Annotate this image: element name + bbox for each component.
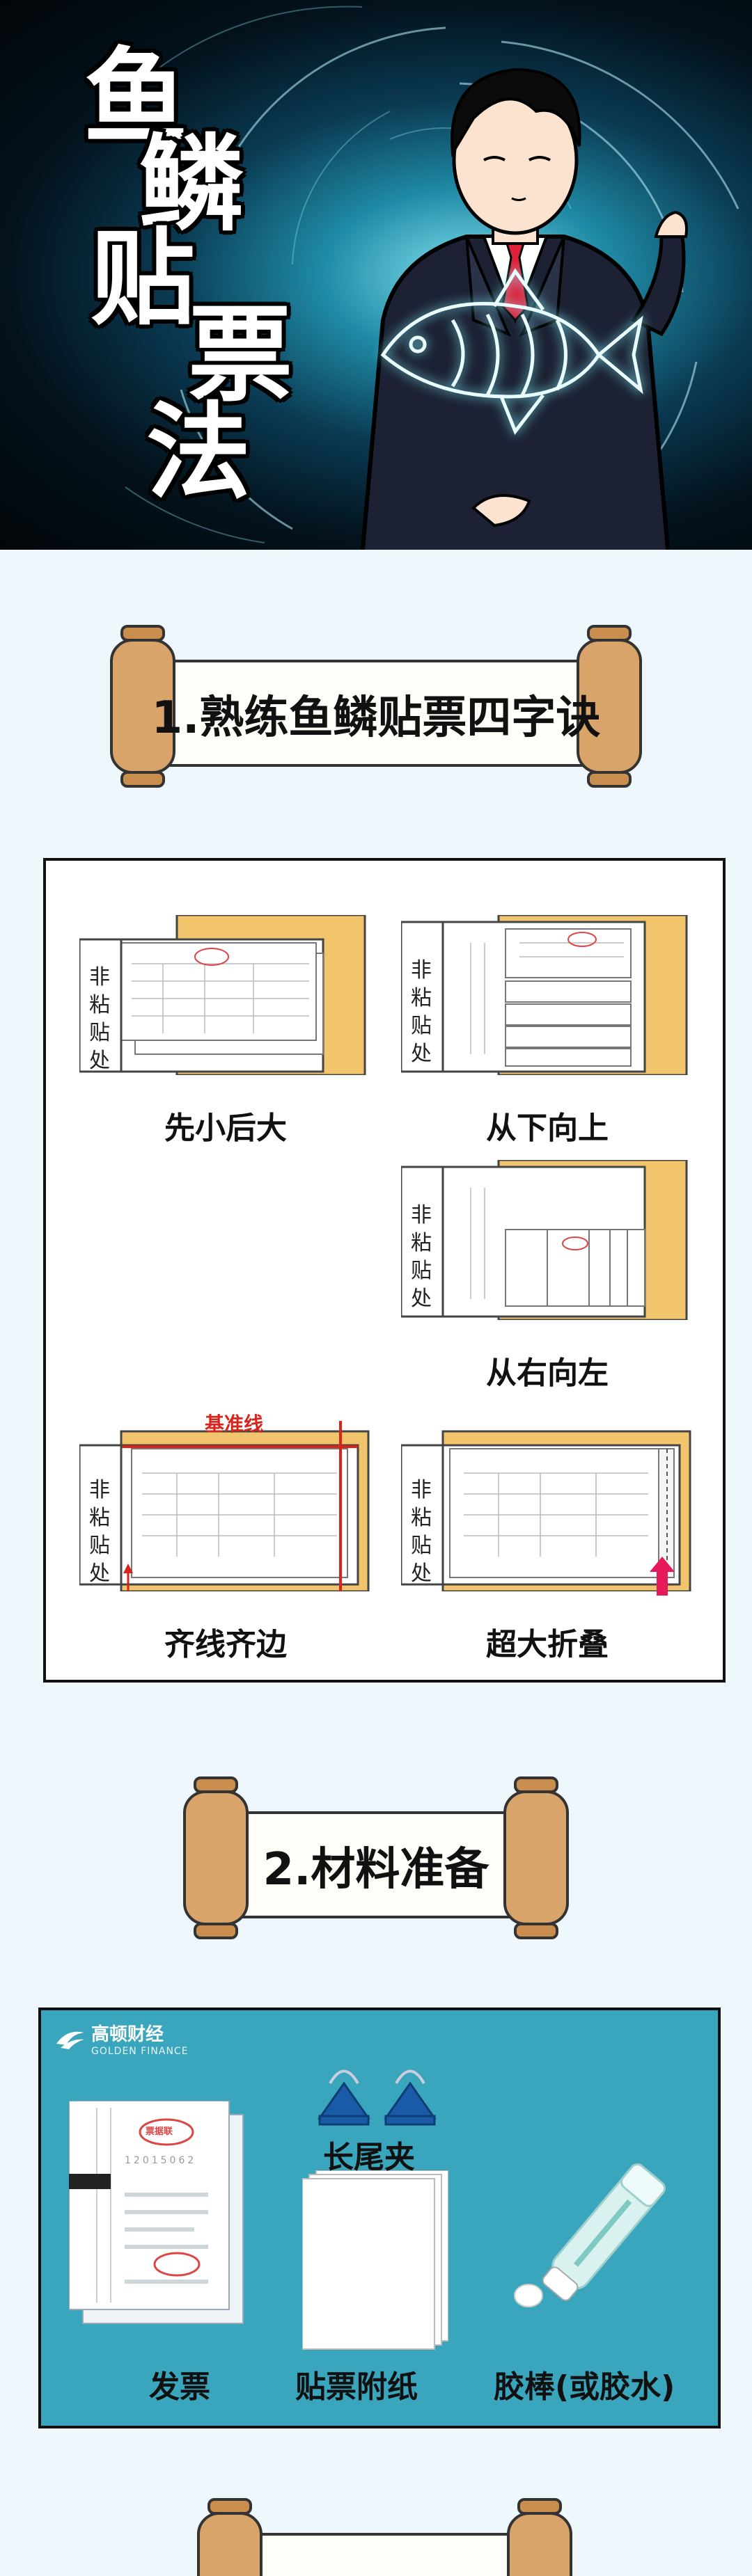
materials-panel: 高顿财经 GOLDEN FINANCE 票据联 12015062 — [38, 2007, 721, 2428]
step-fold-oversize: 非粘贴处 超大折叠 — [401, 1417, 694, 1668]
receipt-diagram — [79, 1421, 370, 1591]
technique-panel: 非粘贴处 先小后大 非粘贴处 从下向上 — [43, 858, 726, 1683]
section-heading-scroll: 1.熟练鱼鳞贴票四字诀 — [0, 612, 752, 800]
receipt-diagram — [401, 915, 688, 1075]
fold-arrow-icon — [650, 1557, 675, 1596]
step-caption: 超大折叠 — [486, 1627, 609, 1662]
non-paste-area-label: 非粘贴处 — [89, 1478, 110, 1586]
hero-title-char: 贴 — [91, 217, 196, 340]
material-label-invoice: 发票 — [149, 2369, 210, 2405]
hero-title: 鱼 鳞 贴 票 法 — [70, 38, 299, 511]
invoice-stamp-text: 票据联 — [146, 2126, 173, 2137]
receipt-diagram — [401, 1430, 691, 1591]
material-label-glue: 胶棒(或胶水) — [494, 2369, 675, 2405]
scroll-ornament — [183, 1776, 569, 1939]
non-paste-area-label: 非粘贴处 — [411, 1478, 432, 1586]
step-caption: 先小后大 — [164, 1111, 287, 1146]
brand-icon — [56, 2031, 84, 2049]
section-heading-scroll: 2.材料准备 — [0, 1764, 752, 1952]
step-caption: 从下向上 — [486, 1111, 609, 1146]
hero-title-char: 票 — [188, 294, 293, 416]
step-caption: 齐线齐边 — [164, 1627, 287, 1662]
hero-banner: 鱼 鳞 贴 票 法 — [0, 0, 752, 550]
step-right-to-left: 非粘贴处 从右向左 — [401, 1160, 694, 1397]
attachment-paper-icon — [302, 2170, 448, 2350]
non-paste-area-label: 非粘贴处 — [89, 965, 110, 1073]
brand-logo: 高顿财经 GOLDEN FINANCE — [54, 2020, 189, 2057]
receipt-diagram — [79, 915, 366, 1075]
material-label-attachment: 贴票附纸 — [295, 2369, 418, 2405]
invoice-number: 12015062 — [125, 2155, 197, 2166]
hero-title-char: 法 — [146, 391, 251, 514]
non-paste-area-label: 非粘贴处 — [411, 958, 432, 1066]
step-align-line-edge: 基准线 非粘贴处 齐线齐边 — [79, 1413, 372, 1668]
brand-subtitle: GOLDEN FINANCE — [91, 2046, 189, 2057]
glue-stick-icon — [514, 2163, 666, 2307]
binder-clip-icon — [318, 2069, 437, 2126]
brand-name: 高顿财经 — [91, 2024, 164, 2045]
businessman-illustration — [360, 67, 688, 550]
material-label-clip: 长尾夹 — [323, 2140, 415, 2175]
hero-title-char: 鱼 — [84, 36, 189, 159]
hero-title-char: 鳞 — [139, 123, 244, 246]
section-heading-scroll — [0, 2486, 752, 2576]
invoice-icon — [69, 2101, 244, 2324]
step-bottom-to-top: 非粘贴处 从下向上 — [401, 915, 694, 1152]
section-heading: 2.材料准备 — [263, 1844, 489, 1895]
step-caption: 从右向左 — [486, 1355, 609, 1391]
receipt-diagram — [401, 1160, 688, 1320]
non-paste-area-label: 非粘贴处 — [411, 1203, 432, 1311]
scroll-ornament — [110, 625, 642, 788]
scroll-ornament — [197, 2498, 572, 2576]
baseline-annotation: 基准线 — [205, 1413, 264, 1436]
section-heading: 1.熟练鱼鳞贴票四字诀 — [151, 692, 601, 744]
step-small-before-large: 非粘贴处 先小后大 — [79, 915, 372, 1152]
